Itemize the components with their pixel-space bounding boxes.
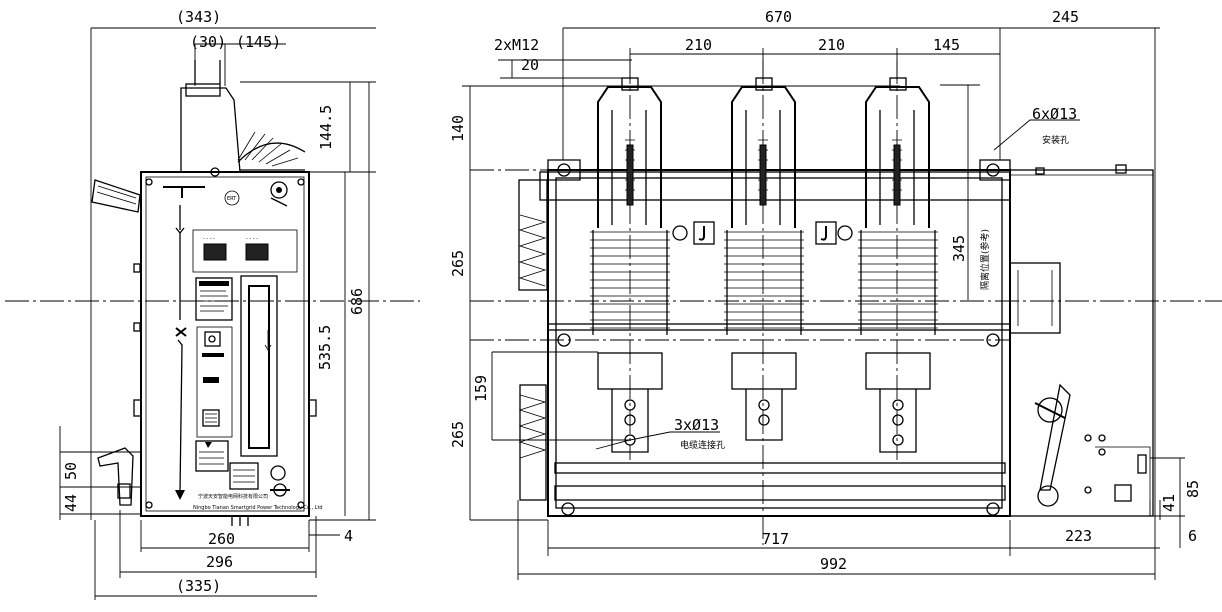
dim-140: 140 [449, 115, 467, 142]
dim-717: 717 [762, 530, 789, 548]
dim-20: 20 [521, 56, 539, 74]
dim-30: (30) [190, 33, 226, 51]
dim-535-5: 535.5 [316, 325, 334, 370]
dim-2xM12: 2xM12 [494, 36, 539, 54]
dim-41: 41 [1160, 494, 1178, 512]
dim-44: 44 [62, 494, 80, 512]
dim-265-b: 265 [449, 421, 467, 448]
pole-3 [858, 77, 938, 453]
dim-6: 6 [1188, 527, 1197, 545]
dim-296: 296 [206, 553, 233, 571]
dim-210-a: 210 [685, 36, 712, 54]
dim-85: 85 [1184, 480, 1202, 498]
svg-text:ERT: ERT [227, 196, 237, 202]
dim-343: (343) [176, 8, 221, 26]
dim-345: 345 [950, 235, 968, 262]
cable-hole-label: 电缆连接孔 [680, 439, 725, 451]
dim-265-a: 265 [449, 250, 467, 277]
svg-text:- - - -: - - - - [203, 236, 215, 242]
dim-4: 4 [344, 527, 353, 545]
pole-2 [724, 77, 804, 441]
dim-992: 992 [820, 555, 847, 573]
company-name-cn: 宁波天安智能电网科技有限公司 [198, 493, 268, 500]
dim-159: 159 [472, 375, 490, 402]
front-view: 670 245 2xM12 20 210 210 145 140 6xØ13 安… [449, 8, 1222, 580]
company-name-en: Ningbo Tianan Smartgrid Power Technology… [193, 505, 323, 511]
dim-670: 670 [765, 8, 792, 26]
dim-686: 686 [348, 288, 366, 315]
dim-144-5: 144.5 [317, 105, 335, 150]
dim-145-paren: (145) [236, 33, 281, 51]
dim-245: 245 [1052, 8, 1079, 26]
dim-210-b: 210 [818, 36, 845, 54]
install-hole-label: 安装孔 [1042, 134, 1069, 146]
pole-1 [590, 77, 670, 453]
dim-3x13: 3xØ13 [674, 416, 719, 434]
dim-145: 145 [933, 36, 960, 54]
dim-50: 50 [62, 462, 80, 480]
dim-6x13: 6xØ13 [1032, 105, 1077, 123]
dim-223: 223 [1065, 527, 1092, 545]
side-view: ERT - - - - - - - - [5, 8, 420, 600]
svg-text:- - - -: - - - - [246, 236, 258, 242]
isolation-position-label: 隔离位置(参考) [979, 229, 991, 290]
dim-260: 260 [208, 530, 235, 548]
dim-335-paren: (335) [176, 577, 221, 595]
